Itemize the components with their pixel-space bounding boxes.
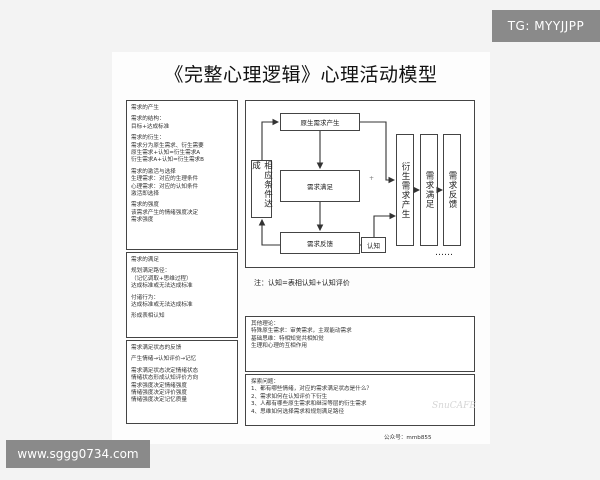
need-generation-block: 需求的强度该需求产生的情绪强度决定需求强度 xyxy=(131,202,233,224)
other-theory-line: 特殊原生需求：审美需求，主观能动需求 xyxy=(251,328,352,335)
need-feedback-text: 需求满足状态的反馈产生情绪→认知评价→记忆需求满足状态决定情绪状态情绪状态形成认… xyxy=(131,345,233,405)
need-generation-line: 生理需求：对应的生理条件 xyxy=(131,176,199,183)
need-generation-heading: 需求的激活与选择 xyxy=(131,168,176,175)
question-block: 探索问题：1、都有哪些情绪，对应的需求满足状态是什么？2、需求如何在认知评价下衍… xyxy=(251,379,469,416)
need-satisfaction-line: 达成标准或无法达成标准 xyxy=(131,283,193,290)
need-feedback-line: 情绪状态形成认知评价方向 xyxy=(131,375,199,382)
small-plus-mark: + xyxy=(369,175,375,182)
diagram-title: 《完整心理逻辑》心理活动模型 xyxy=(164,64,438,86)
need-feedback-heading: 需求满足状态的反馈 xyxy=(131,345,182,351)
top-watermark: TG: MYYJJPP xyxy=(492,10,600,42)
need-generation-box: 需求的产生需求的结构：目标+达成标准需求的衍生：需求分为原生需求、衍生需要原生需… xyxy=(126,100,238,250)
other-theory-box: 其他理论：特殊原生需求：审美需求，主观能动需求基础思维：特相知觉共相知觉生理和心… xyxy=(245,316,475,372)
need-generation-line: 激活即选择 xyxy=(131,191,159,198)
need-feedback-block: 产生情绪→认知评价→记忆 xyxy=(131,356,233,363)
other-theory-block: 其他理论：特殊原生需求：审美需求，主观能动需求基础思维：特相知觉共相知觉生理和心… xyxy=(251,321,469,351)
need-generation-heading: 需求的强度 xyxy=(131,202,159,209)
questions-box: 探索问题：1、都有哪些情绪，对应的需求满足状态是什么？2、需求如何在认知评价下衍… xyxy=(245,374,475,426)
origin-need-label: 原生需求产生 xyxy=(300,119,340,127)
need-generation-line: 心理需求：对应的认知条件 xyxy=(131,183,199,190)
need-generation-line: 需求分为原生需求、衍生需要 xyxy=(131,142,204,149)
question-line: 1、都有哪些情绪，对应的需求满足状态是什么？ xyxy=(251,386,373,393)
need-satisfaction-line: 达成标准或无法达成标准 xyxy=(131,302,193,309)
need-satisfaction-block: 付诸行为：达成标准或无法达成标准 xyxy=(131,295,233,310)
need-generation-block: 需求的产生 xyxy=(131,105,233,112)
derived-satisfy-node: 需求满足 xyxy=(420,134,438,246)
question-line: 4、思维如何选择需求和规划满足路径 xyxy=(251,408,345,415)
need-satisfaction-block: 形成表相认知 xyxy=(131,313,233,320)
need-satisfaction-text: 需求的满足规划满足路径：（记忆调取+思维过程）达成标准或无法达成标准付诸行为：达… xyxy=(131,257,233,321)
need-satisfaction-heading: 付诸行为： xyxy=(131,294,159,301)
other-theory-text: 其他理论：特殊原生需求：审美需求，主观能动需求基础思维：特相知觉共相知觉生理和心… xyxy=(251,321,469,351)
need-feedback-line: 情绪强度决定记忆质量 xyxy=(131,397,187,404)
need-feedback-node: 需求反馈 xyxy=(280,232,360,254)
other-theory-line: 生理和心理的互相作用 xyxy=(251,343,307,350)
need-satisfaction-block: 需求的满足 xyxy=(131,257,233,264)
need-feedback-block: 需求满足状态的反馈 xyxy=(131,345,233,352)
need-satisfaction-heading: 需求的满足 xyxy=(131,257,159,263)
need-feedback-heading: 产生情绪→认知评价→记忆 xyxy=(131,356,197,363)
need-satisfaction-heading: 形成表相认知 xyxy=(131,313,165,320)
need-satisfaction-line: （记忆调取+思维过程） xyxy=(131,275,192,282)
need-generation-block: 需求的激活与选择生理需求：对应的生理条件心理需求：对应的认知条件激活即选择 xyxy=(131,169,233,199)
need-generation-line: 目标+达成标准 xyxy=(131,123,170,130)
need-generation-heading: 需求的结构： xyxy=(131,116,165,123)
need-generation-line: 该需求产生的情绪强度决定 xyxy=(131,209,199,216)
cognition-formula: 注：认知=表相认知+认知评价 xyxy=(254,279,350,287)
need-generation-line: 衍生需求A+认知=衍生需求B xyxy=(131,157,204,164)
need-satisfaction-box: 需求的满足规划满足路径：（记忆调取+思维过程）达成标准或无法达成标准付诸行为：达… xyxy=(126,252,238,338)
question-line: 3、人都有哪些原生需求和继深等层的衍生需求 xyxy=(251,401,367,408)
need-generation-block: 需求的结构：目标+达成标准 xyxy=(131,116,233,131)
derived-feedback-label: 需求反馈 xyxy=(447,171,457,209)
condition-node: 相应条件达成 xyxy=(250,160,273,218)
need-generation-heading: 需求的衍生： xyxy=(131,135,165,142)
cognition-node: 认知 xyxy=(361,237,386,253)
derived-need-node: 衍生需求产生 xyxy=(396,134,414,246)
need-satisfaction-block: 规划满足路径：（记忆调取+思维过程）达成标准或无法达成标准 xyxy=(131,268,233,290)
derived-satisfy-label: 需求满足 xyxy=(424,171,434,209)
continuation-dots: …… xyxy=(435,248,453,258)
need-feedback-block: 需求满足状态决定情绪状态情绪状态形成认知评价方向需求强度决定情绪强度情绪强度决定… xyxy=(131,368,233,405)
faint-watermark: SnuCAFE xyxy=(432,401,476,411)
need-generation-line: 需求强度 xyxy=(131,217,154,224)
cognition-label: 认知 xyxy=(367,242,380,250)
need-generation-line: 原生需求+认知=衍生需求A xyxy=(131,150,201,157)
question-heading: 探索问题： xyxy=(251,379,279,385)
need-feedback-label: 需求反馈 xyxy=(307,240,333,248)
need-feedback-line: 需求强度决定情绪强度 xyxy=(131,382,187,389)
derived-feedback-node: 需求反馈 xyxy=(443,134,461,246)
footer-account: 公众号：mmb855 xyxy=(384,435,432,441)
need-satisfy-node: 需求满足 xyxy=(280,170,360,202)
origin-need-node: 原生需求产生 xyxy=(280,113,360,131)
condition-label: 相应条件达成 xyxy=(250,161,273,209)
need-satisfy-label: 需求满足 xyxy=(307,183,333,191)
need-feedback-box: 需求满足状态的反馈产生情绪→认知评价→记忆需求满足状态决定情绪状态情绪状态形成认… xyxy=(126,340,238,424)
need-generation-heading: 需求的产生 xyxy=(131,105,159,111)
questions-text: 探索问题：1、都有哪些情绪，对应的需求满足状态是什么？2、需求如何在认知评价下衍… xyxy=(251,379,469,416)
need-feedback-heading: 需求满足状态决定情绪状态 xyxy=(131,367,199,374)
need-satisfaction-heading: 规划满足路径： xyxy=(131,268,171,275)
bottom-watermark: www.sggg0734.com xyxy=(6,440,150,468)
other-theory-heading: 其他理论： xyxy=(251,321,279,327)
need-feedback-line: 情绪强度决定评价强度 xyxy=(131,390,187,397)
other-theory-line: 基础思维：特相知觉共相知觉 xyxy=(251,335,324,342)
question-line: 2、需求如何在认知评价下衍生 xyxy=(251,393,328,400)
need-generation-text: 需求的产生需求的结构：目标+达成标准需求的衍生：需求分为原生需求、衍生需要原生需… xyxy=(131,105,233,225)
derived-need-label: 衍生需求产生 xyxy=(400,161,410,219)
